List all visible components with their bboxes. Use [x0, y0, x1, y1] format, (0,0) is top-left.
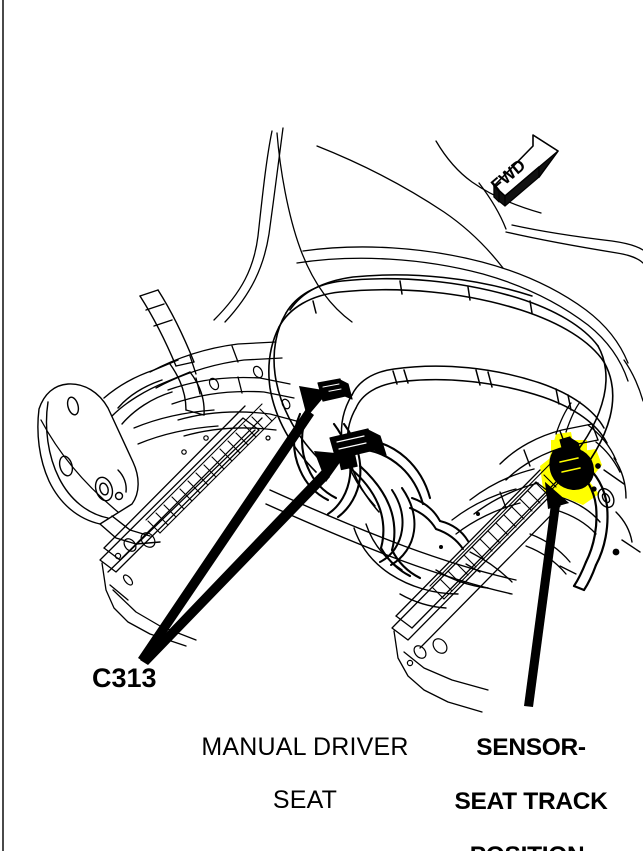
seat-track-position-sensor [549, 436, 594, 490]
recliner-mechanism-plate [37, 383, 161, 545]
sensor-line-3: POSITION- [438, 842, 624, 851]
seat-frame-side-stamping [133, 341, 301, 445]
seat-pan-cross-member [265, 489, 517, 609]
harness-loops [379, 487, 469, 566]
sensor-body-highlights [559, 457, 581, 473]
manual-seat-line-1: MANUAL DRIVER [201, 732, 409, 761]
frame-fasteners [114, 365, 448, 667]
recliner-arm-bracket [103, 289, 205, 425]
sensor-outline-detail [555, 401, 601, 492]
seat-track-rail-left [99, 405, 263, 647]
leader-arrow-c313-b [140, 451, 346, 665]
sensor-line-2: SEAT TRACK [454, 787, 608, 815]
page-left-rule [2, 0, 4, 851]
seat-cushion-outline [40, 127, 643, 513]
callout-label-manual-driver-seat: MANUAL DRIVER SEAT [178, 707, 432, 840]
connector-c313-lower-detail [336, 435, 367, 450]
seat-back-upper-tube [289, 274, 533, 314]
callout-label-c313: C313 [92, 663, 157, 693]
manual-seat-line-2: SEAT [272, 785, 338, 814]
sensor-line-1: SENSOR- [476, 733, 586, 761]
callout-label-sensor-seat-track-position-driver: SENSOR- SEAT TRACK POSITION- DRIVER [438, 708, 624, 851]
leader-arrow-sensor [524, 482, 569, 707]
fwd-arrow-marker: FWD [487, 134, 559, 207]
track-adjuster-teeth [145, 403, 277, 534]
leader-arrow-c313-a [138, 386, 329, 663]
hardware-detail-dots [439, 512, 620, 556]
